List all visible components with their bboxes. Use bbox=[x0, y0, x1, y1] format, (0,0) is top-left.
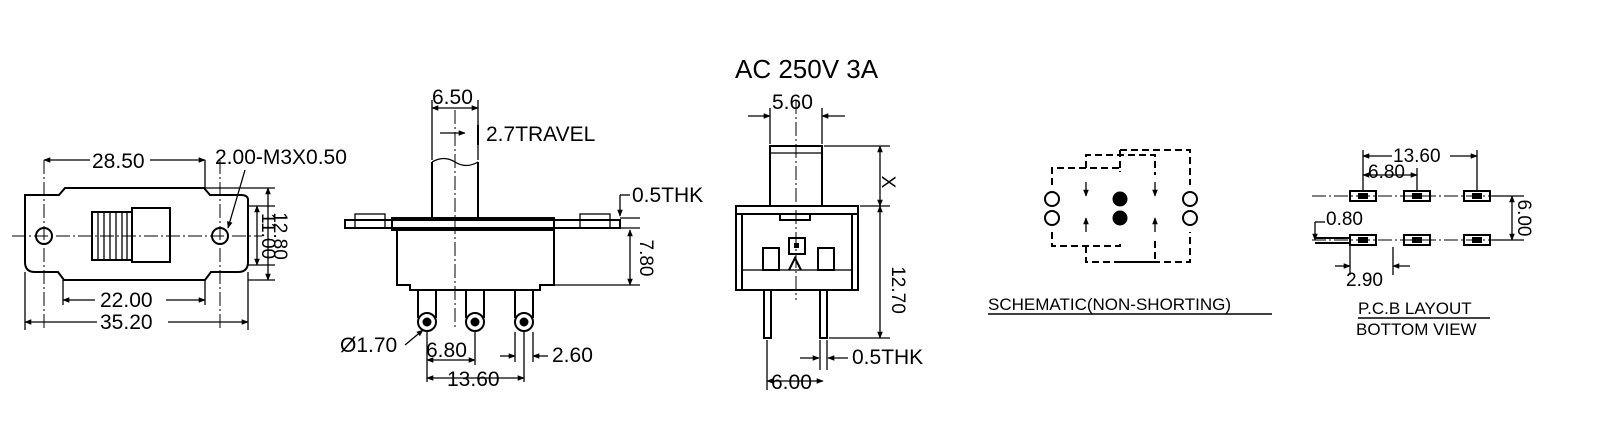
side-mount-plate bbox=[344, 219, 621, 229]
dim-x: X bbox=[877, 176, 898, 189]
dim-2-60: 2.60 bbox=[552, 344, 593, 367]
dim-11-00: 11.00 bbox=[257, 213, 278, 259]
front-view: 28.50 2.00-M3X0.50 11.00 12.80 22.00 35.… bbox=[12, 146, 347, 334]
dim-5-60: 5.60 bbox=[772, 91, 813, 114]
end-pin-left bbox=[763, 289, 772, 339]
pcb-layout: 13.60 6.80 0.80 6.00 2.90 P.C.B LAYOUT B… bbox=[1312, 146, 1534, 339]
schematic-common bbox=[1112, 191, 1128, 207]
side-pin-1 bbox=[417, 290, 437, 318]
dim-6-00: 6.00 bbox=[771, 371, 812, 394]
dim-7-80: 7.80 bbox=[635, 240, 656, 277]
front-plate-outline bbox=[24, 187, 249, 281]
side-view: 6.50 2.7TRAVEL 0.5THK 7.80 Ø1.70 6.80 2.… bbox=[340, 86, 703, 391]
schematic: SCHEMATIC(NON-SHORTING) bbox=[988, 149, 1272, 315]
pcb-dim-6-00: 6.00 bbox=[1513, 200, 1534, 237]
dim-6-80: 6.80 bbox=[426, 339, 467, 362]
dim-hole-dia: Ø1.70 bbox=[340, 334, 397, 357]
mount-hole-right bbox=[211, 227, 229, 245]
dim-6-50: 6.50 bbox=[432, 86, 473, 109]
rating-label: AC 250V 3A bbox=[735, 54, 879, 84]
dim-35-20: 35.20 bbox=[100, 311, 153, 334]
pcb-dim-0-80: 0.80 bbox=[1326, 209, 1363, 230]
pcb-dim-2-90: 2.90 bbox=[1346, 270, 1383, 291]
pcb-dim-6-80: 6.80 bbox=[1368, 162, 1405, 183]
dim-22-00: 22.00 bbox=[100, 289, 153, 312]
pcb-caption-layout: P.C.B LAYOUT bbox=[1358, 299, 1472, 318]
pcb-dim-13-60: 13.60 bbox=[1393, 146, 1441, 167]
side-actuator bbox=[431, 162, 479, 218]
slider-housing bbox=[131, 207, 171, 263]
schematic-terminal bbox=[1044, 191, 1060, 207]
side-pin-2 bbox=[465, 290, 485, 318]
pcb-caption-view: BOTTOM VIEW bbox=[1356, 320, 1477, 339]
pcb-pads bbox=[1349, 190, 1491, 246]
dim-hole-thread: 2.00-M3X0.50 bbox=[215, 146, 347, 169]
side-body bbox=[396, 230, 555, 291]
dim-plate-thk: 0.5THK bbox=[632, 184, 703, 207]
end-pin-right bbox=[819, 289, 828, 339]
schematic-contact-right bbox=[1120, 149, 1191, 263]
mount-hole-left bbox=[35, 227, 53, 245]
schematic-caption: SCHEMATIC(NON-SHORTING) bbox=[988, 295, 1231, 314]
dim-travel: 2.7TRAVEL bbox=[486, 123, 595, 146]
dim-13-60: 13.60 bbox=[447, 368, 500, 391]
dim-pin-thk: 0.5THK bbox=[852, 346, 923, 369]
dim-28-50: 28.50 bbox=[92, 150, 145, 173]
end-view: 5.60 X 12.70 0.5THK 6.00 bbox=[735, 91, 923, 394]
dim-12-80: 12.80 bbox=[269, 212, 290, 260]
side-pin-3 bbox=[514, 290, 534, 318]
dim-12-70: 12.70 bbox=[887, 266, 908, 314]
schematic-contact-left bbox=[1051, 167, 1121, 247]
end-housing bbox=[735, 205, 859, 291]
